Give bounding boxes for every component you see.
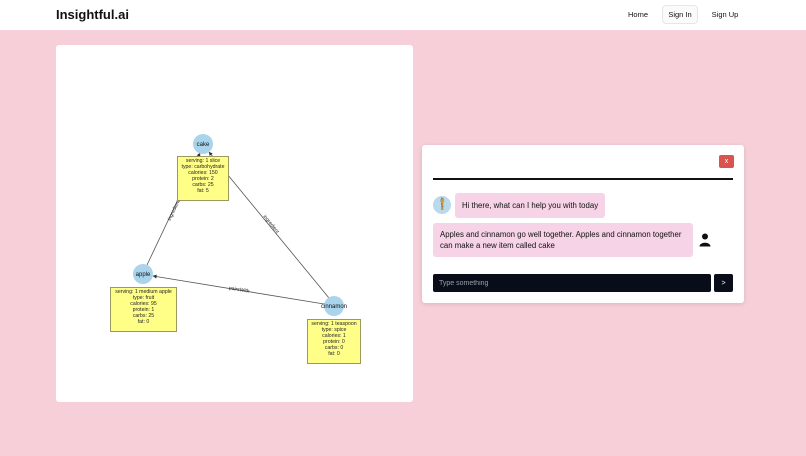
chat-panel: x Hi there, what can I help you with tod… [422,145,744,303]
chat-message-input[interactable] [433,274,711,292]
node-label-cinnamon: cinnamon [321,304,347,310]
sign-in-button[interactable]: Sign In [662,5,698,24]
giraffe-icon [440,197,445,210]
edge-cinnamon-cake [208,151,330,299]
chat-divider [433,178,733,180]
node-label-cake: cake [197,142,210,148]
edge-label-cinnamon-apple: pairsWith [228,285,250,294]
node-apple[interactable] [133,264,153,284]
node-cake[interactable] [193,134,213,154]
knowledge-graph-panel[interactable]: ingredient ingredient pairsWith cake app… [56,45,413,402]
bot-avatar [433,196,451,214]
user-message: Apples and cinnamon go well together. Ap… [433,223,693,257]
edge-label-cinnamon-cake: ingredient [262,214,281,235]
edge-label-apple-cake: ingredient [167,199,182,222]
send-button[interactable]: > [714,274,733,292]
bot-message: Hi there, what can I help you with today [455,193,606,218]
node-info-apple: serving: 1 medium apple type: fruit calo… [110,287,177,332]
user-icon [699,233,711,247]
knowledge-graph[interactable]: ingredient ingredient pairsWith cake app… [56,45,413,402]
sign-up-button[interactable]: Sign Up [711,10,739,19]
node-info-cake: serving: 1 slice type: carbohydrate calo… [177,156,229,201]
close-chat-button[interactable]: x [719,155,734,168]
top-nav-bar: Insightful.ai Home Sign In Sign Up [0,0,806,30]
node-info-cinnamon: serving: 1 teaspoon type: spice calories… [307,319,361,364]
brand-logo[interactable]: Insightful.ai [56,7,129,22]
edge-cinnamon-apple [152,274,325,305]
node-label-apple: apple [136,272,151,278]
node-cinnamon[interactable] [324,296,344,316]
nav-home-link[interactable]: Home [627,10,648,19]
